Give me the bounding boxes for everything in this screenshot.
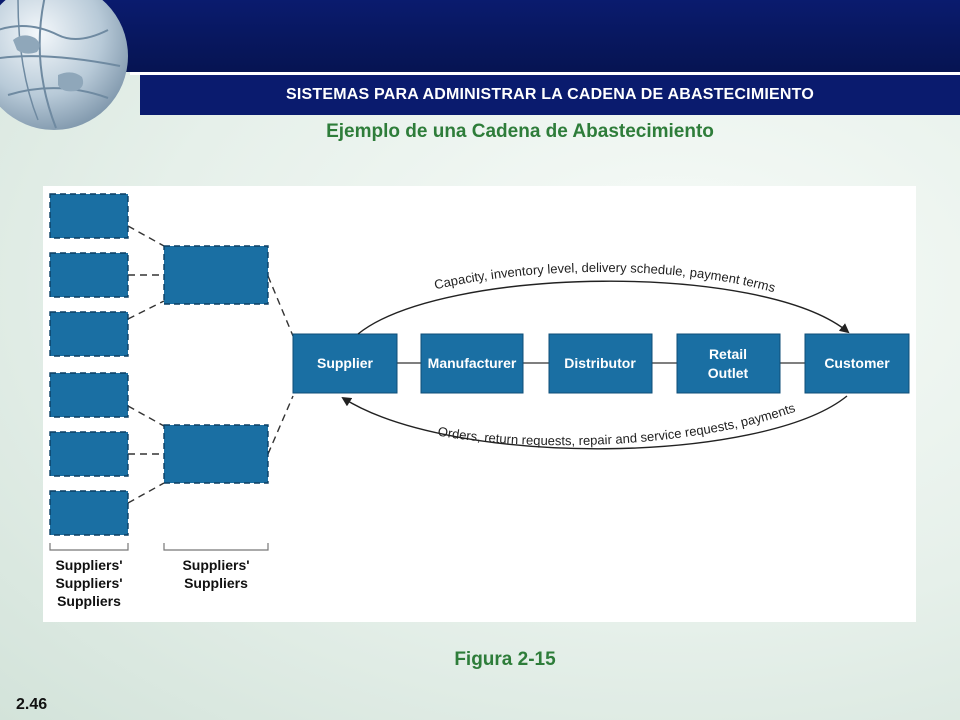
group-mid-line2: Suppliers	[184, 575, 248, 591]
diagram-canvas: Supplier Manufacturer Distributor Retail…	[49, 193, 910, 609]
group-left-line2: Suppliers'	[55, 575, 122, 591]
manufacturer-label: Manufacturer	[428, 355, 517, 371]
customer-label: Customer	[824, 355, 890, 371]
tier3-box	[49, 193, 129, 239]
retail-label: Retail	[709, 346, 747, 362]
tier3-connectors	[127, 225, 165, 504]
manufacturer-box	[420, 333, 524, 394]
customer-box	[804, 333, 910, 394]
tier3-suppliers	[49, 193, 129, 536]
outlet-label: Outlet	[708, 365, 749, 381]
banner-rule	[130, 72, 960, 75]
figure-caption: Figura 2-15	[454, 649, 556, 670]
svg-text:Orders, return requests, repai: Orders, return requests, repair and serv…	[437, 400, 798, 448]
tier3-box	[49, 311, 129, 357]
supplier-box	[292, 333, 398, 394]
tier2-connectors	[267, 275, 294, 455]
information-flow-arrow	[357, 280, 850, 335]
tier3-box	[49, 372, 129, 418]
top-banner	[0, 0, 960, 72]
group-mid-line1: Suppliers'	[182, 557, 249, 573]
tier2-box	[163, 424, 269, 484]
supplier-label: Supplier	[317, 355, 374, 371]
group-brackets	[49, 543, 269, 551]
slide-number: 2.46	[16, 696, 48, 713]
group-left-line1: Suppliers'	[55, 557, 122, 573]
tier2-box	[163, 245, 269, 305]
group-left-line3: Suppliers	[57, 593, 121, 609]
globe-icon	[0, 0, 128, 130]
chain-boxes	[292, 333, 910, 394]
distributor-box	[548, 333, 653, 394]
tier3-box	[49, 431, 129, 477]
tier3-box	[49, 252, 129, 298]
bottom-flow-label: Orders, return requests, repair and serv…	[437, 400, 798, 448]
supply-chain-diagram: Supplier Manufacturer Distributor Retail…	[43, 186, 916, 622]
section-title: SISTEMAS PARA ADMINISTRAR LA CADENA DE A…	[140, 75, 960, 115]
tier3-box	[49, 490, 129, 536]
distributor-label: Distributor	[564, 355, 636, 371]
retail-outlet-box	[676, 333, 781, 394]
order-flow-arrow	[341, 395, 848, 450]
tier2-suppliers	[163, 245, 269, 484]
page-subtitle: Ejemplo de una Cadena de Abastecimiento	[326, 121, 714, 142]
